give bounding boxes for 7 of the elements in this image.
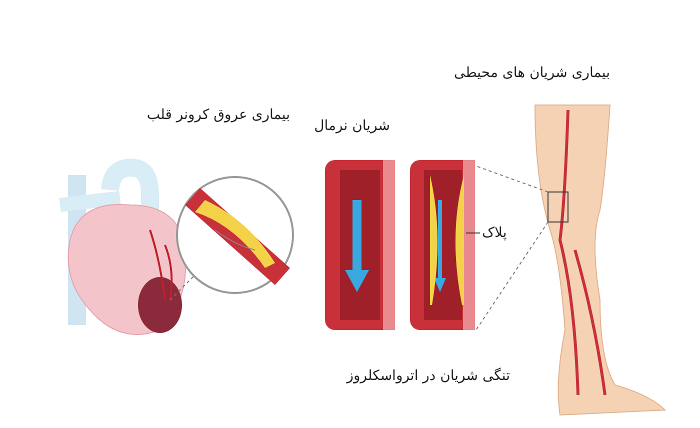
leader-line [466,232,480,234]
heading: بیماری عروق کرونر قلب [146,107,290,123]
part-label: پلاک [482,225,507,241]
caption: تنگی شریان در اترواسکلروز [346,368,510,384]
heading: شریان نرمال [314,118,390,134]
plaque-drawing [430,175,466,305]
heading: بیماری شریان های محیطی [454,65,610,81]
